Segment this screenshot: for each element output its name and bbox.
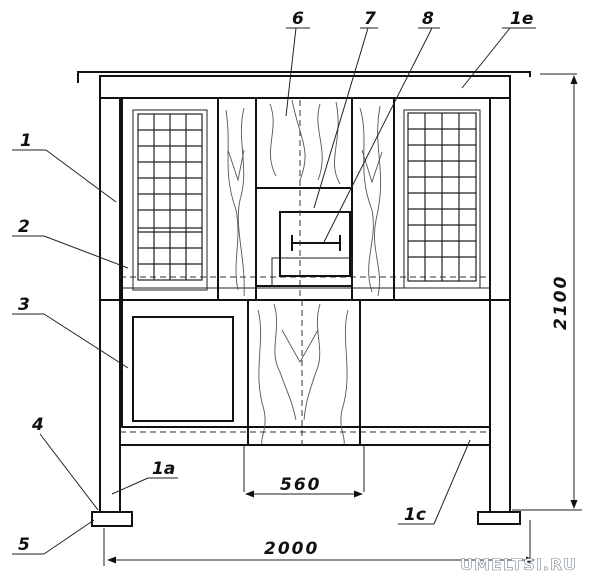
- frame-posts: [99, 75, 511, 513]
- top-board: [77, 71, 577, 99]
- label-6: 6: [292, 9, 304, 29]
- upper-center-panels: [217, 97, 395, 301]
- lower-left-panel: [121, 299, 249, 428]
- label-1a: 1a: [152, 459, 175, 479]
- dimension-lines: [103, 75, 582, 566]
- label-7: 7: [364, 9, 376, 29]
- label-1: 1: [20, 131, 32, 151]
- dimension-text: 2000 560 2100: [264, 275, 571, 559]
- lower-center-panel: [243, 299, 365, 492]
- label-2: 2: [18, 217, 30, 237]
- label-5: 5: [18, 535, 30, 555]
- dim-width-total: 2000: [264, 539, 319, 559]
- watermark: UMELTSI.RU: [460, 555, 577, 574]
- leader-lines: [12, 27, 536, 555]
- dim-center-width: 560: [280, 475, 322, 495]
- label-1e: 1e: [510, 9, 533, 29]
- upper-left-window: [121, 97, 219, 301]
- feet: [91, 511, 521, 527]
- dim-height-total: 2100: [551, 275, 571, 330]
- crossbars: [99, 276, 511, 446]
- upper-right-window: [393, 97, 491, 301]
- label-8: 8: [422, 9, 434, 29]
- label-1c: 1c: [404, 505, 426, 525]
- callout-labels: 1 2 3 4 5 6 7 8 1e 1a 1c: [18, 9, 533, 555]
- label-4: 4: [31, 415, 44, 435]
- label-3: 3: [18, 295, 30, 315]
